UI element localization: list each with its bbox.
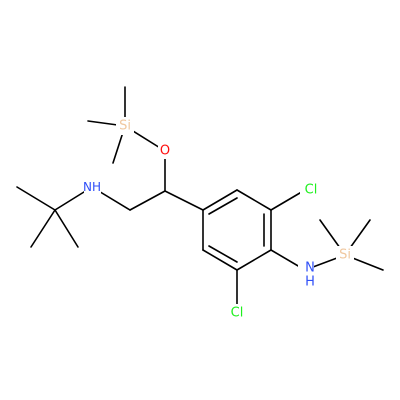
chlorine-top-label: Cl: [305, 183, 318, 198]
ring-bond-5: [202, 249, 238, 271]
bond-chiral-carbon-ch2: [129, 190, 166, 211]
ring-bond-2: [236, 189, 272, 211]
ring-bond-1-inner: [208, 197, 238, 215]
bond-tbutyl-methyl-up: [54, 209, 79, 248]
aryl-amine-n-label: N: [305, 261, 315, 276]
bond-ring-cl-top: [270, 189, 306, 211]
bond-tbutyl-methyl-down: [30, 209, 56, 248]
bond-tbutyl-methyl-left: [16, 186, 56, 211]
chlorine-bottom-label: Cl: [231, 306, 244, 321]
ring-bond-5-inner: [208, 245, 238, 263]
bonds: [16, 86, 384, 311]
bond-chiral-carbon-ring: [164, 190, 204, 211]
amine-nh-label: NH: [83, 180, 101, 194]
ring-bond-1: [202, 189, 238, 211]
silicon-right-label: Si: [339, 248, 351, 263]
atom-labels: Si O NH Cl Cl N H Si: [83, 117, 354, 322]
ring-bond-4: [236, 249, 272, 271]
oxygen-label: O: [160, 144, 170, 159]
silicon-top-label: Si: [119, 119, 131, 134]
aryl-amine-h-label: H: [305, 275, 315, 290]
